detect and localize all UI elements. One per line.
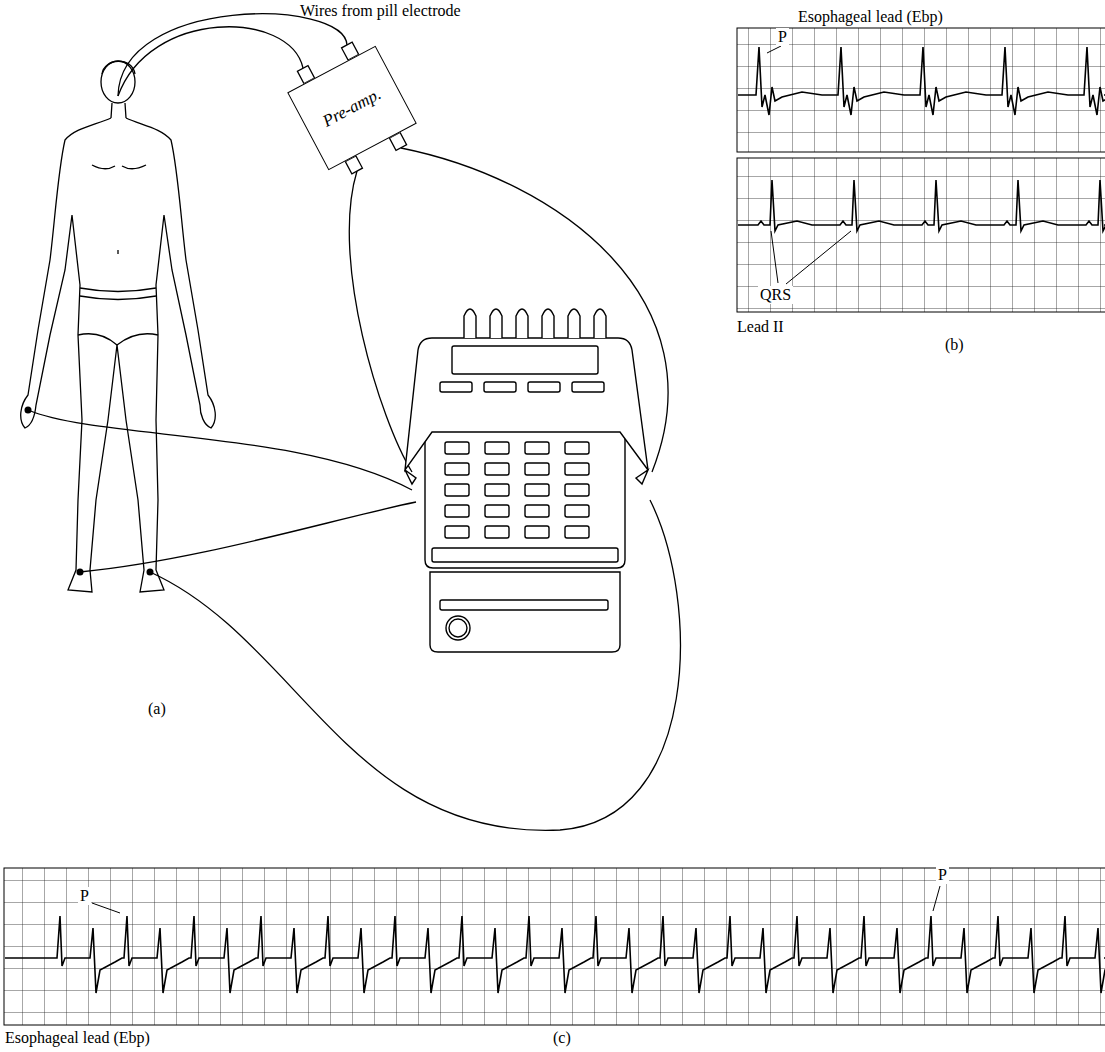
ecg-strip	[4, 28, 1105, 1025]
strip-title: Lead II	[737, 318, 784, 336]
panel-label: (a)	[148, 700, 166, 718]
box-label: Pre-amp.	[319, 84, 384, 131]
figure-note: Wires from pill electrode	[300, 2, 461, 20]
amplifier-box: Pre-amp.	[287, 46, 417, 171]
panel-label: (b)	[945, 336, 964, 354]
wave-label: P	[78, 887, 91, 905]
man-figure	[21, 61, 216, 592]
wave-label: QRS	[758, 286, 793, 304]
leader-line	[92, 46, 940, 913]
strip-title: Esophageal lead (Ebp)	[5, 1029, 150, 1047]
wave-label: P	[936, 866, 949, 884]
wire	[28, 14, 680, 831]
electrode	[25, 407, 154, 576]
ecg-trace	[5, 47, 1105, 993]
wave-label: P	[776, 28, 789, 46]
ecg-recorder	[405, 309, 648, 652]
panel-label: (c)	[553, 1029, 571, 1047]
strip-title: Esophageal lead (Ebp)	[798, 8, 943, 26]
